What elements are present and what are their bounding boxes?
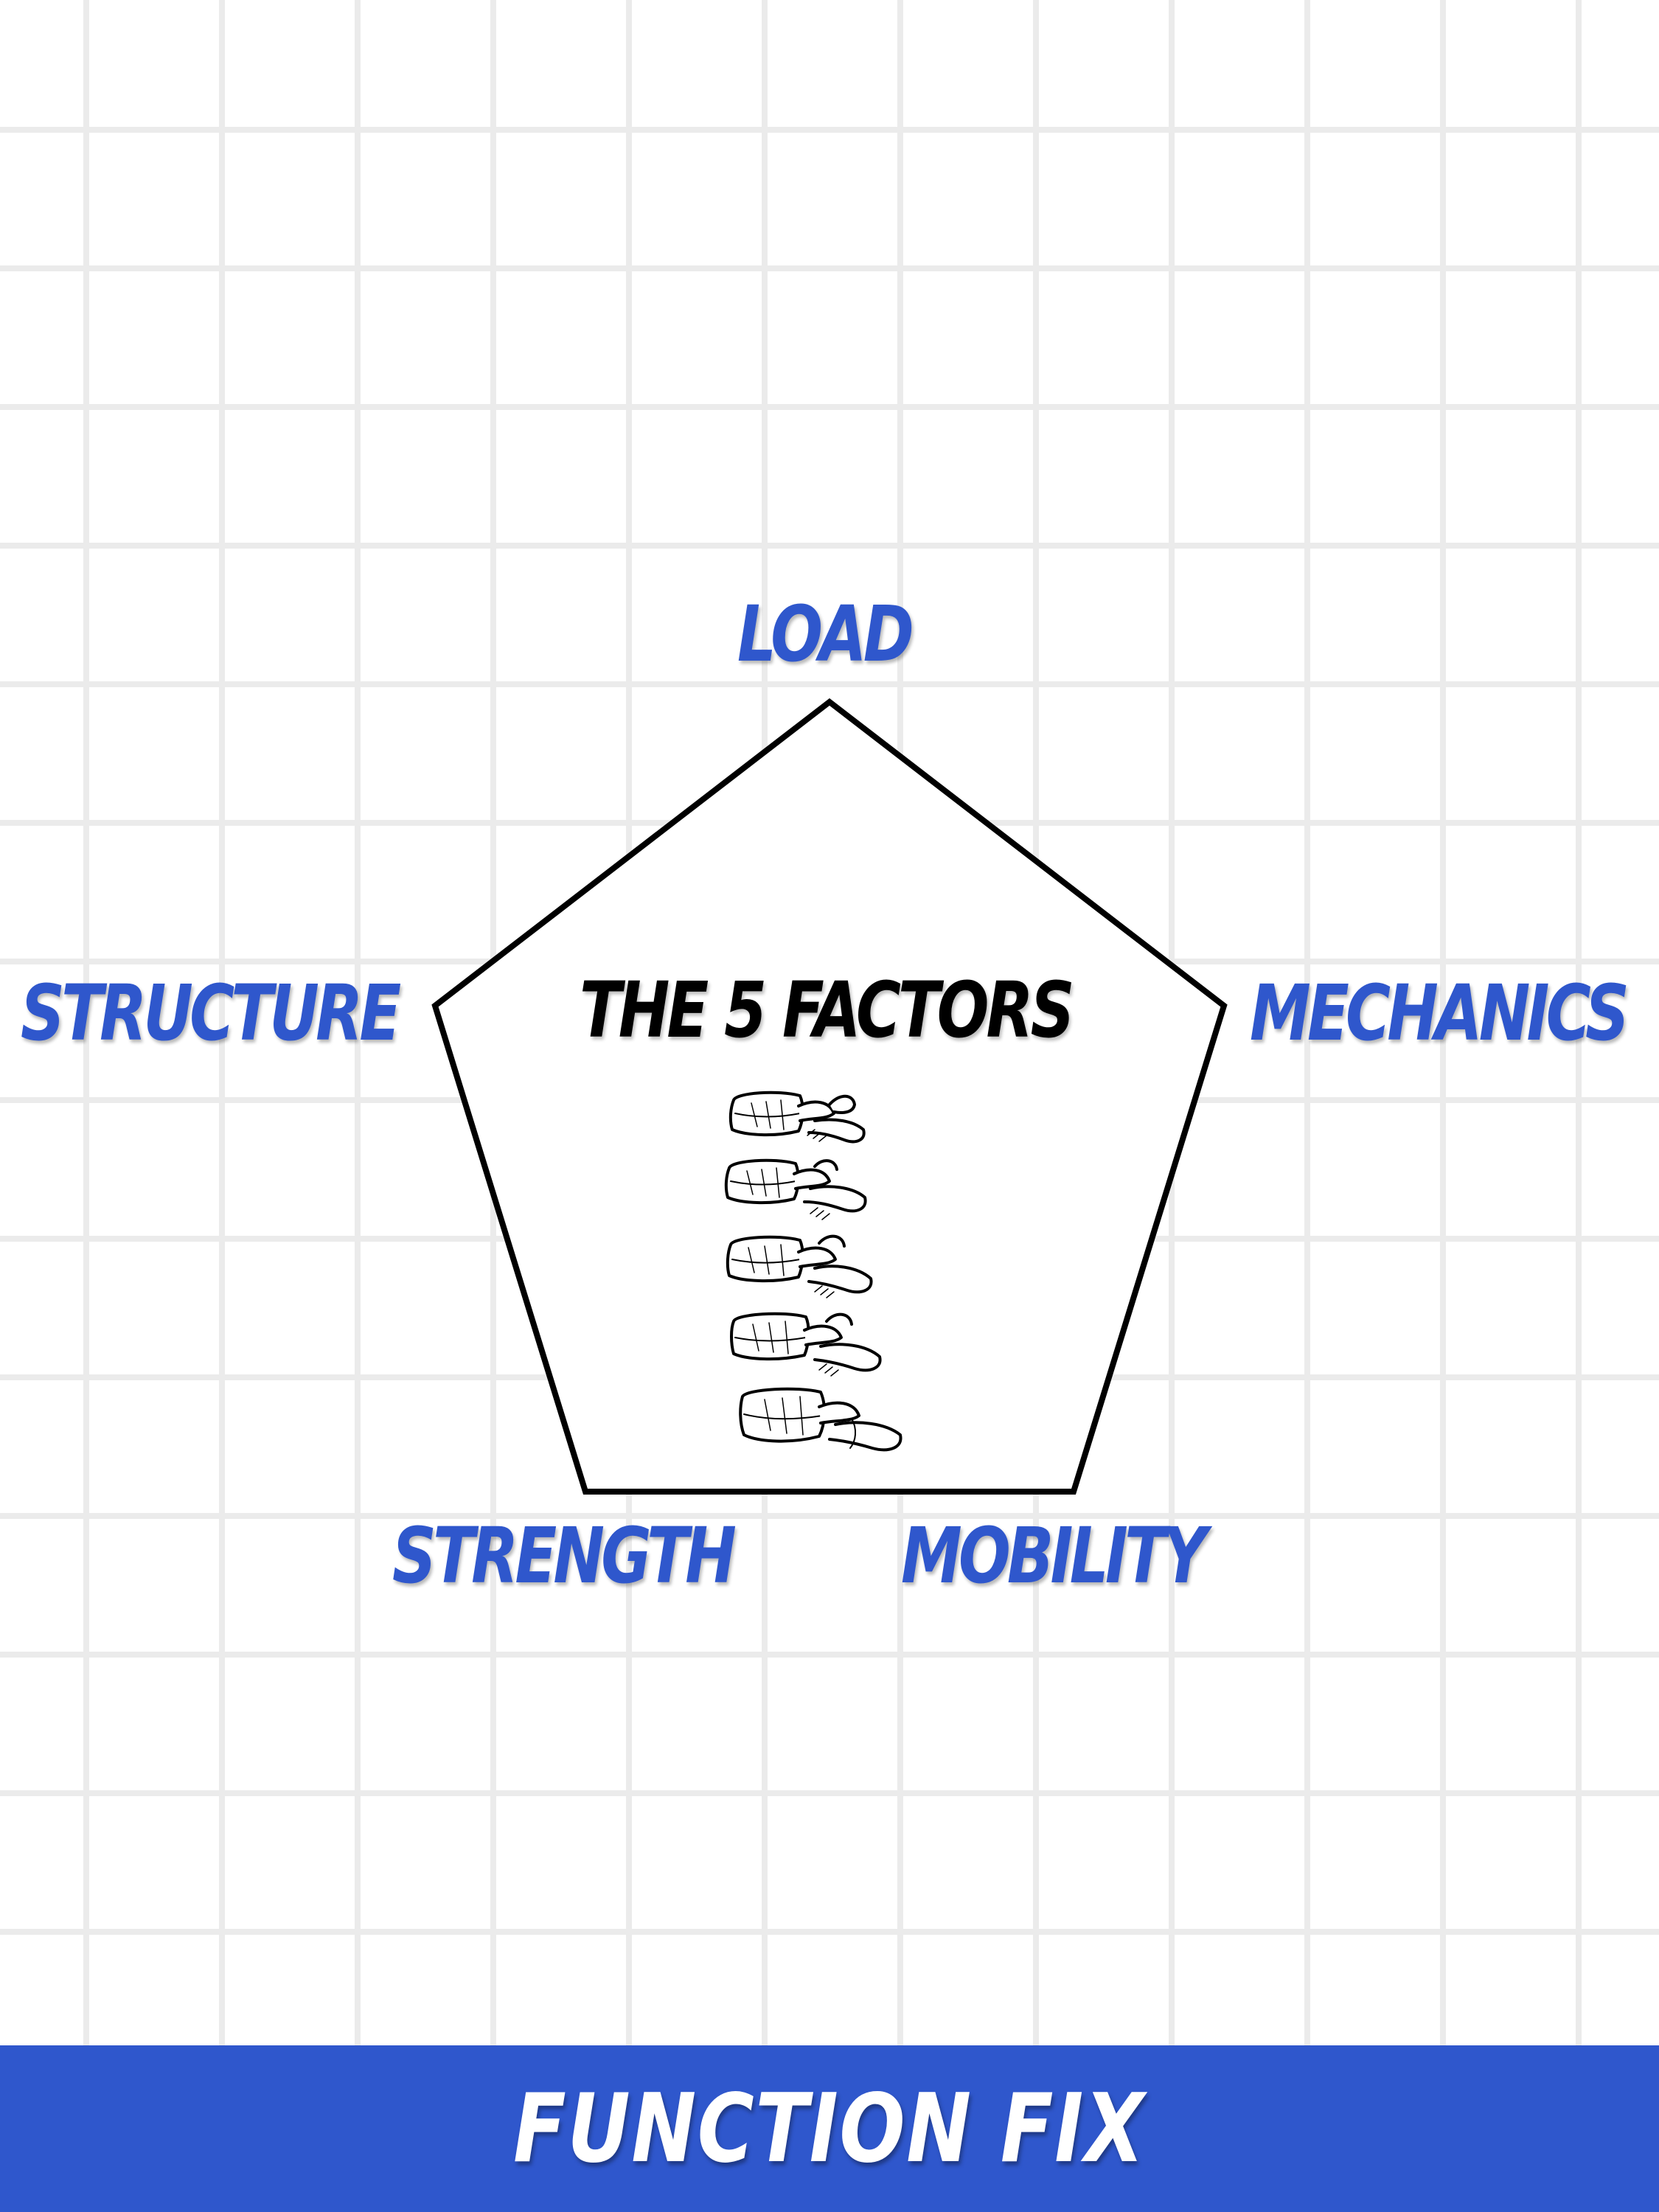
factor-load-label: LOAD bbox=[737, 589, 914, 679]
factor-strength-label: STRENGTH bbox=[392, 1511, 737, 1601]
footer-banner: FUNCTION FIX bbox=[0, 2045, 1659, 2212]
footer-brand: FUNCTION FIX bbox=[513, 2073, 1146, 2184]
factor-mobility-label: MOBILITY bbox=[901, 1511, 1207, 1601]
diagram-title: THE 5 FACTORS bbox=[580, 965, 1075, 1055]
factor-structure-label: STRUCTURE bbox=[21, 968, 401, 1058]
factor-mechanics-label: MECHANICS bbox=[1250, 968, 1630, 1058]
footer-text-wrap: FUNCTION FIX bbox=[0, 2045, 1659, 2212]
lumbar-spine-illustration-icon bbox=[724, 1091, 902, 1452]
